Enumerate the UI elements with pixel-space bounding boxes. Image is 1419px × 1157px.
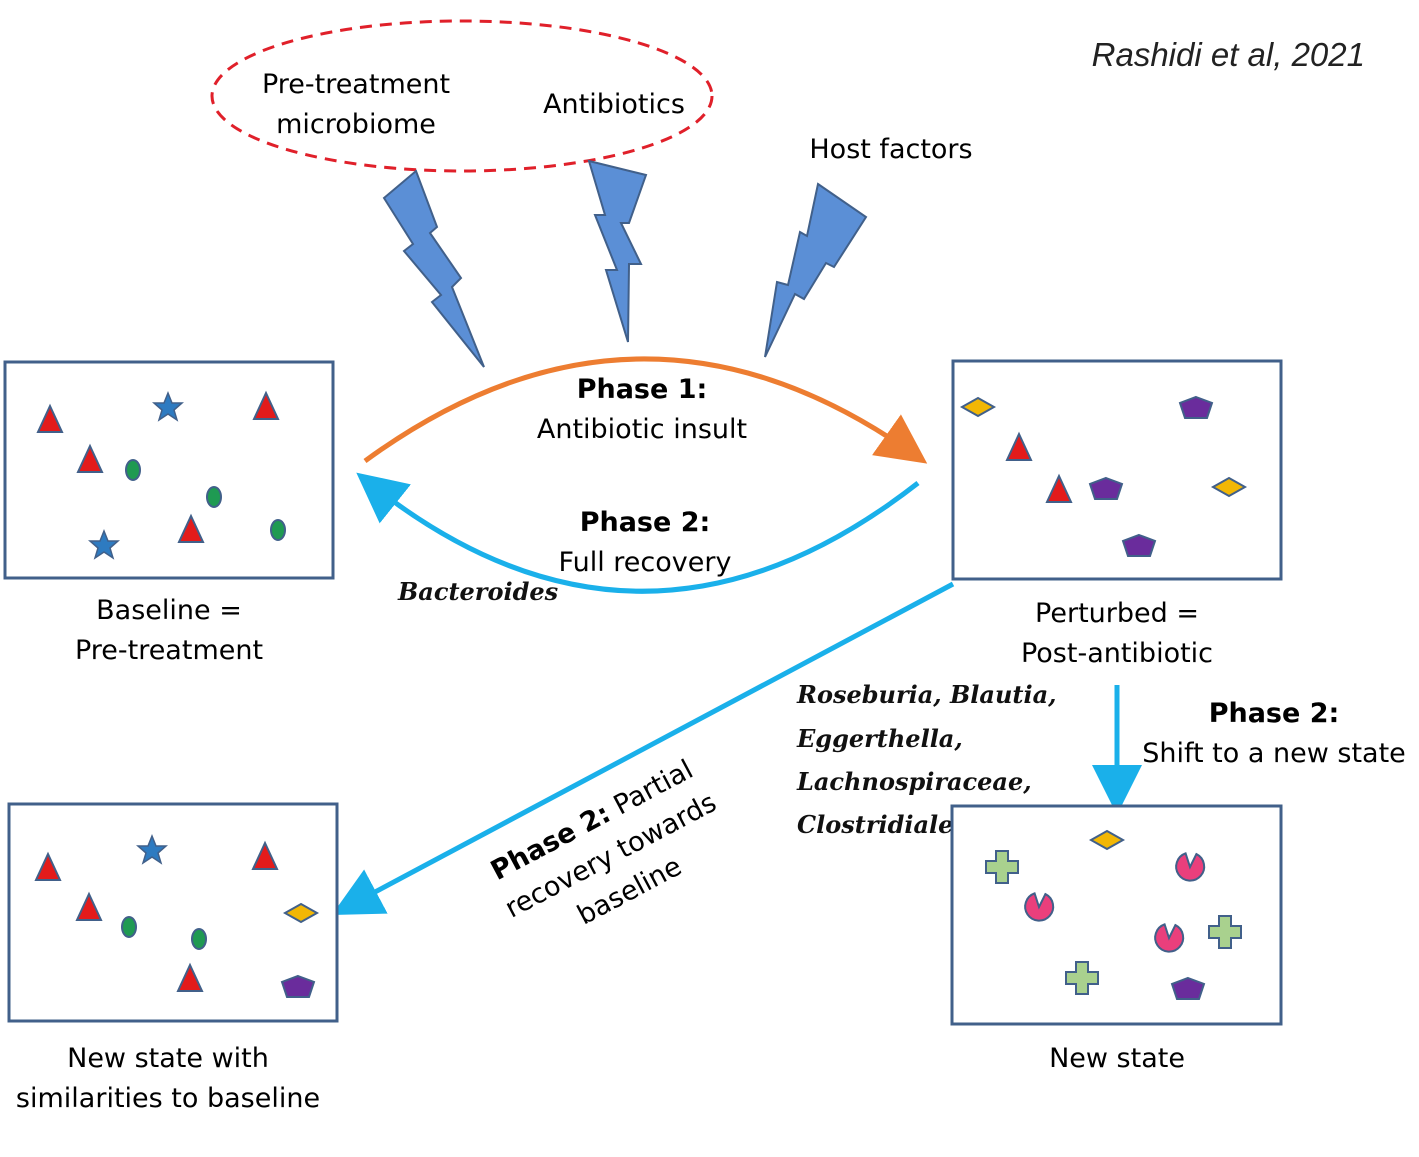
panel-perturbed-line2: Post-antibiotic [1021,638,1213,669]
lightning-bolt-icon [764,182,868,358]
panel-similar-line2: similarities to baseline [16,1083,320,1114]
panel-baseline [3,360,335,580]
oval-icon [191,928,207,950]
shared-factors-ellipse [210,19,714,173]
taxa-shift-4: Clostridiales [797,810,967,839]
phase2-partial-recovery-arrow [331,581,955,916]
factor-pretreatment-line2: microbiome [276,109,436,140]
panel-perturbed-line1: Perturbed = [1035,598,1199,629]
citation: Rashidi et al, 2021 [1092,36,1365,73]
panel-baseline-line2: Pre-treatment [75,635,263,666]
oval-icon [270,519,286,541]
phase2-full-recovery-arrow [356,472,920,594]
taxa-shift-1: Roseburia, Blautia, [796,680,1057,709]
panel-baseline-line1: Baseline = [96,595,242,626]
phase1-title: Phase 1: [577,374,708,405]
pentagon-icon [1171,977,1205,1000]
panel-similar-to-baseline [7,802,339,1023]
panel-newstate-line1: New state [1049,1043,1185,1074]
phase1-desc: Antibiotic insult [537,414,747,445]
phase2-partial-label: Phase 2: Partial recovery towards baseli… [486,754,722,931]
factor-host: Host factors [809,134,972,165]
lightning-bolt-icon [382,169,485,368]
pentagon-icon [281,975,315,998]
phase2-shift-desc: Shift to a new state [1142,738,1406,769]
taxa-full-recovery: Bacteroides [397,577,559,606]
pentagon-icon [1089,477,1123,500]
phase1-arrow [363,356,928,464]
pentagon-icon [1179,396,1213,419]
pentagon-icon [1122,534,1156,557]
panel-similar-line1: New state with [67,1043,269,1074]
phase2-full-title: Phase 2: [580,507,711,538]
panel-perturbed [951,359,1283,581]
oval-icon [125,459,141,481]
taxa-shift-2: Eggerthella, [796,724,963,753]
oval-icon [206,486,222,508]
oval-icon [121,916,137,938]
phase2-full-desc: Full recovery [559,547,732,578]
taxa-shift-3: Lachnospiraceae, [796,767,1032,796]
factor-pretreatment-line1: Pre-treatment [262,69,450,100]
factor-antibiotics: Antibiotics [543,89,685,120]
panel-new-state [950,804,1283,1026]
lightning-bolt-icon [587,159,648,343]
phase2-shift-title: Phase 2: [1209,698,1340,729]
